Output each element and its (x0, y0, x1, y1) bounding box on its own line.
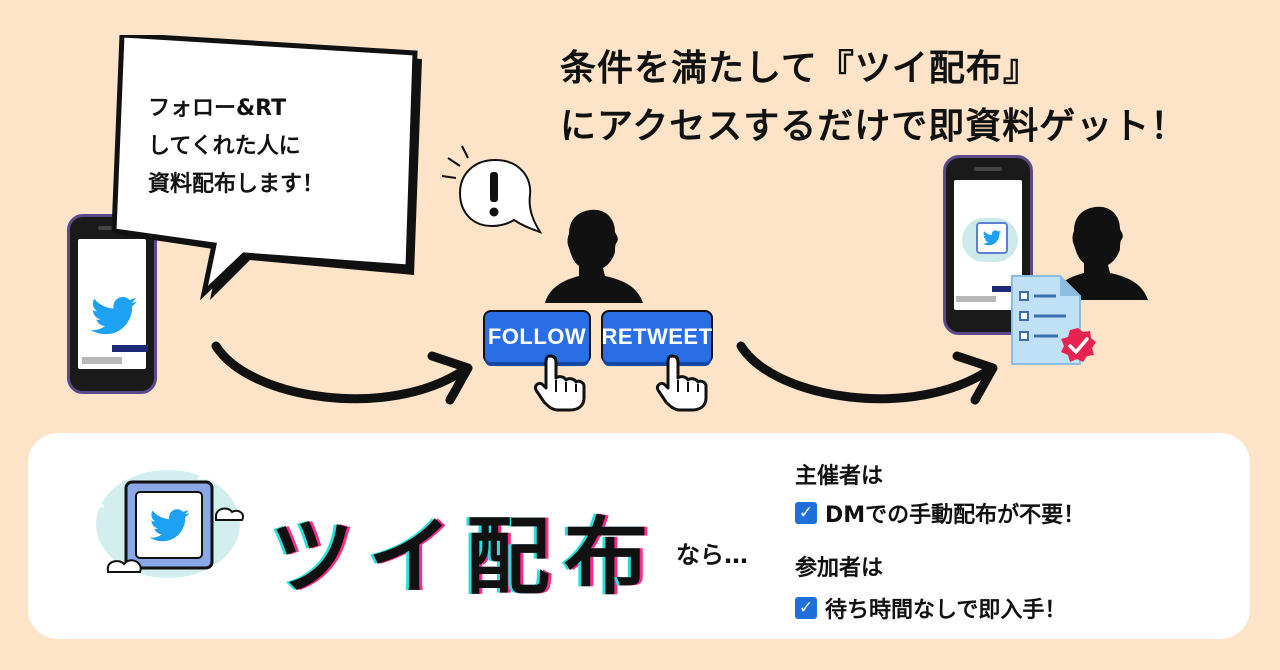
participant-benefit: ✓ 待ち時間なしで即入手！ (795, 592, 1066, 624)
twitter-bird-icon (982, 230, 1002, 246)
document-check-icon (1011, 275, 1096, 365)
pointing-hand-icon (656, 354, 708, 412)
arrow-right-icon (211, 341, 473, 405)
bubble-line-2: してくれた人に (148, 134, 301, 159)
twitter-bird-icon (91, 297, 137, 335)
retweet-button[interactable]: RETWEET (601, 312, 712, 362)
organizer-benefit: ✓ DMでの手動配布が不要！ (795, 497, 1085, 529)
bubble-line-1: フォロー&RT (148, 96, 287, 121)
left-phone (67, 214, 157, 394)
exclamation-bubble-icon (441, 145, 543, 234)
headline: 条件を満たして『ツイ配布』 にアクセスするだけで即資料ゲット！ (560, 40, 1260, 156)
brand-title: ツイ配布 (270, 508, 663, 606)
headline-line-2: にアクセスするだけで即資料ゲット！ (560, 106, 1188, 147)
arrow-right-icon (736, 341, 998, 405)
tsui-haifu-logo (84, 470, 244, 578)
participant-benefit-text: 待ち時間なしで即入手！ (825, 598, 1067, 623)
speech-bubble (111, 35, 422, 301)
bubble-line-3: 資料配布します！ (148, 172, 325, 197)
right-phone (943, 155, 1033, 335)
person-silhouette-icon (545, 209, 643, 303)
checkbox-icon: ✓ (795, 597, 817, 619)
pointing-hand-icon (534, 354, 586, 412)
organizer-heading: 主催者は (795, 464, 884, 489)
follow-button[interactable]: FOLLOW (485, 312, 589, 362)
participant-heading: 参加者は (795, 556, 884, 581)
person-silhouette-icon (1050, 206, 1148, 300)
checkbox-icon: ✓ (795, 502, 817, 524)
bubble-text: フォロー&RT してくれた人に 資料配布します！ (148, 90, 408, 204)
brand-suffix: なら… (676, 541, 748, 569)
headline-line-1: 条件を満たして『ツイ配布』 (560, 48, 1040, 89)
organizer-benefit-text: DMでの手動配布が不要！ (825, 503, 1086, 528)
